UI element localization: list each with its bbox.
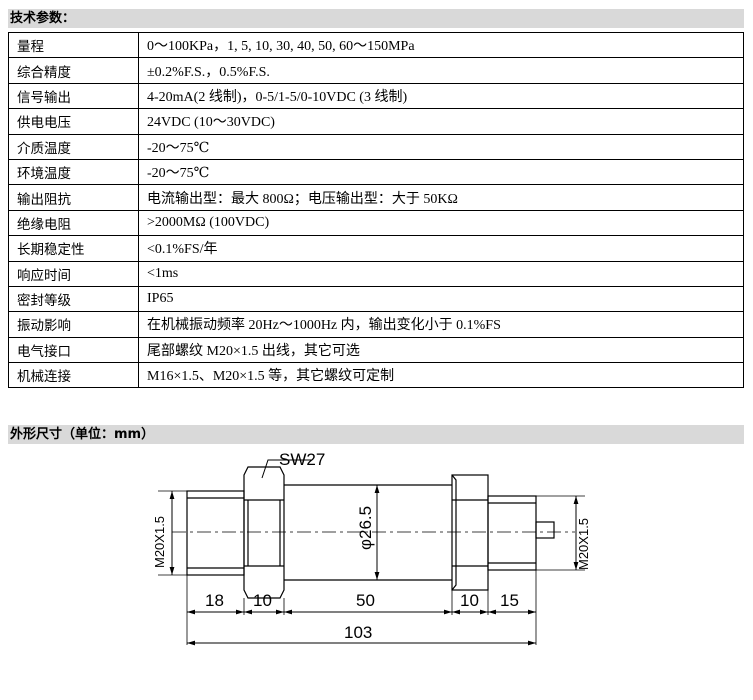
right-thread-label: M20X1.5 xyxy=(576,518,591,570)
left-thread-label: M20X1.5 xyxy=(152,516,167,568)
left-thread-body xyxy=(186,490,245,576)
dim-10-left: 10 xyxy=(253,591,272,610)
right-thread-body xyxy=(487,495,537,571)
spec-value: ±0.2%F.S.，0.5%F.S. xyxy=(138,57,744,84)
spec-row: 长期稳定性<0.1%FS/年 xyxy=(8,235,744,262)
dimensions-heading: 外形尺寸（单位：mm） xyxy=(8,425,744,444)
spec-label: 绝缘电阻 xyxy=(8,209,139,237)
hex-nut xyxy=(243,466,285,599)
spec-row: 绝缘电阻>2000MΩ (100VDC) xyxy=(8,209,744,237)
spec-value: 0～100KPa，1, 5, 10, 30, 40, 50, 60～150MPa xyxy=(138,31,744,59)
spec-row: 振动影响在机械振动频率 20Hz～1000Hz 内，输出变化小于 0.1%FS xyxy=(8,311,744,338)
spec-label: 信号输出 xyxy=(8,82,139,110)
spec-value: <1ms xyxy=(138,260,744,287)
dim-50: 50 xyxy=(356,591,375,610)
spec-label: 环境温度 xyxy=(8,158,139,186)
spec-label: 响应时间 xyxy=(8,260,139,287)
dim-18: 18 xyxy=(205,591,224,610)
spec-label: 输出阻抗 xyxy=(8,184,139,211)
spec-label: 长期稳定性 xyxy=(8,235,139,262)
spec-row: 综合精度±0.2%F.S.，0.5%F.S. xyxy=(8,57,744,84)
spec-value: -20～75℃ xyxy=(138,133,744,160)
spec-value: 4-20mA(2 线制)，0-5/1-5/0-10VDC (3 线制) xyxy=(138,82,744,110)
spec-row: 输出阻抗电流输出型：最大 800Ω；电压输出型：大于 50KΩ xyxy=(8,184,744,211)
spec-value: M16×1.5、M20×1.5 等，其它螺纹可定制 xyxy=(138,362,744,389)
dim-10-right: 10 xyxy=(460,591,479,610)
spec-value: -20～75℃ xyxy=(138,158,744,186)
tech-params-heading: 技术参数： xyxy=(8,9,744,28)
spec-value: 24VDC (10～30VDC) xyxy=(138,108,744,135)
spec-value: IP65 xyxy=(138,285,744,313)
spec-value: 电流输出型：最大 800Ω；电压输出型：大于 50KΩ xyxy=(138,184,744,211)
spec-value: <0.1%FS/年 xyxy=(138,235,744,262)
diameter-label: φ26.5 xyxy=(356,506,375,550)
spec-row: 响应时间<1ms xyxy=(8,260,744,287)
spec-row: 环境温度-20～75℃ xyxy=(8,158,744,186)
right-hex xyxy=(451,474,489,591)
spec-value: 在机械振动频率 20Hz～1000Hz 内，输出变化小于 0.1%FS xyxy=(138,311,744,338)
spec-label: 量程 xyxy=(8,31,139,59)
spec-row: 电气接口尾部螺纹 M20×1.5 出线，其它可选 xyxy=(8,336,744,364)
spec-value: 尾部螺纹 M20×1.5 出线，其它可选 xyxy=(138,336,744,364)
dim-total: 103 xyxy=(344,623,372,642)
spec-label: 振动影响 xyxy=(8,311,139,338)
spec-label: 供电电压 xyxy=(8,108,139,135)
spec-value: >2000MΩ (100VDC) xyxy=(138,209,744,237)
spec-label: 介质温度 xyxy=(8,133,139,160)
spec-label: 综合精度 xyxy=(8,57,139,84)
spec-row: 介质温度-20～75℃ xyxy=(8,133,744,160)
spec-label: 机械连接 xyxy=(8,362,139,389)
spec-label: 电气接口 xyxy=(8,336,139,364)
dim-15: 15 xyxy=(500,591,519,610)
spec-label: 密封等级 xyxy=(8,285,139,313)
dimension-drawing: SW27 φ26.5 M20X1.5 M20X1.5 18 10 50 10 1… xyxy=(152,450,591,646)
hex-size-label: SW27 xyxy=(279,450,325,469)
